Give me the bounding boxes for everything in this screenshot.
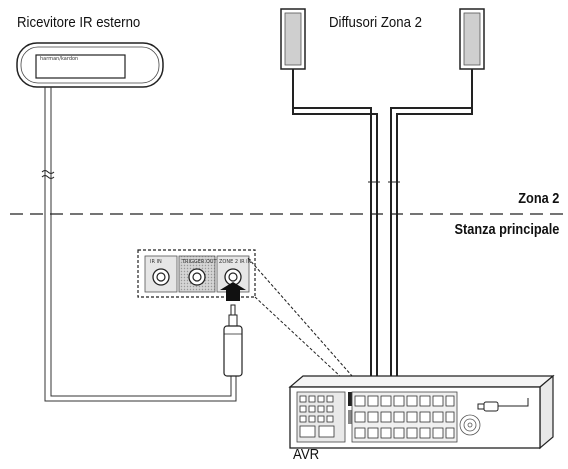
ir-receiver-brand: harman/kardon	[40, 56, 78, 62]
zoom-lines	[247, 257, 361, 391]
trigger-out-label: TRIGGER OUT	[181, 259, 218, 265]
zone2-ir-in-jack	[224, 268, 242, 286]
ir-in-jack	[152, 268, 170, 286]
mini-plug	[223, 304, 243, 377]
zone2-speakers-label: Diffusori Zona 2	[329, 14, 422, 31]
ir-in-label: IR IN	[150, 259, 162, 265]
trigger-out-jack	[188, 268, 206, 286]
power-socket	[477, 398, 529, 412]
speaker-wires	[292, 69, 473, 405]
avr-unit	[288, 374, 555, 450]
cable-break-icon	[41, 170, 55, 179]
zone2-speaker-left	[280, 8, 306, 70]
fan-grille	[459, 414, 481, 436]
main-room-label: Stanza principale	[454, 221, 559, 238]
insert-arrow-icon	[220, 282, 246, 301]
ir-receiver-cable	[44, 87, 237, 402]
zone2-ir-in-label: ZONE 2 IR IN	[219, 259, 252, 265]
ir-receiver-label: Ricevitore IR esterno	[17, 14, 141, 31]
ir-receiver-unit: harman/kardon	[16, 42, 164, 88]
avr-label: AVR	[293, 446, 320, 463]
zone2-speaker-right	[459, 8, 485, 70]
zone2-label: Zona 2	[517, 190, 559, 207]
